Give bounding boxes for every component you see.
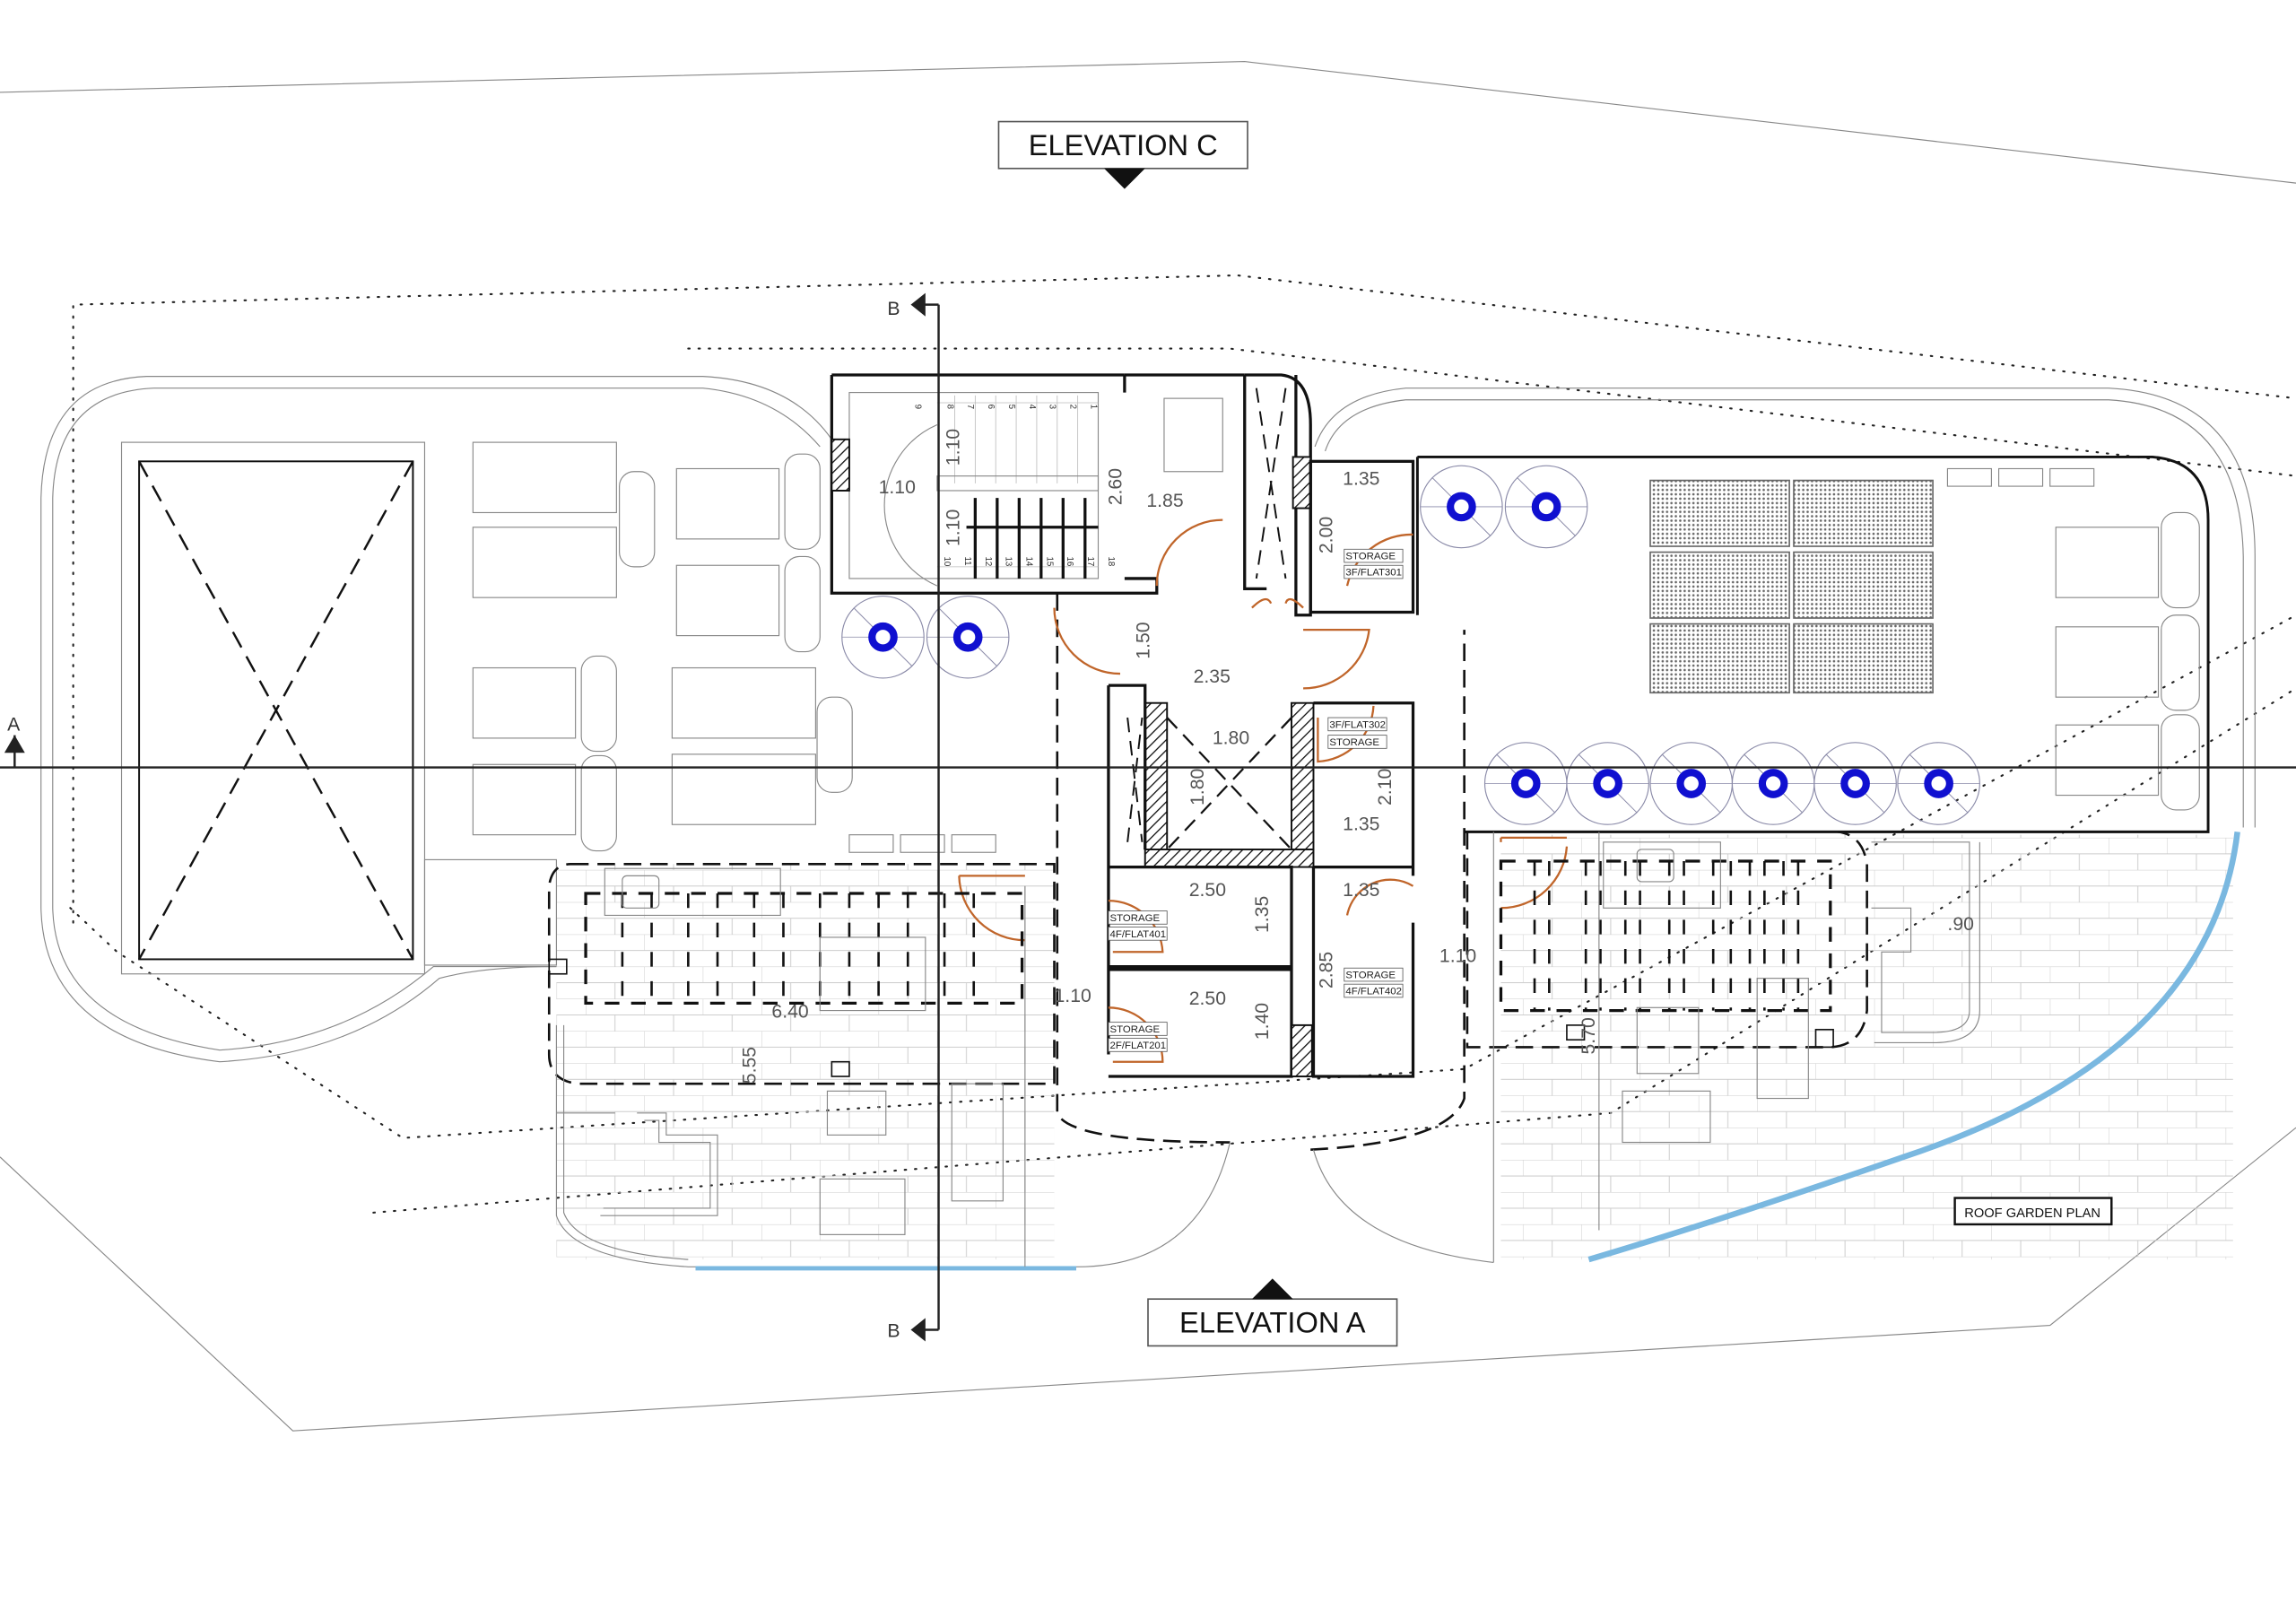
tree-icon — [1566, 742, 1649, 825]
stair-step-number: 1 — [1088, 405, 1098, 409]
drawing-title: ROOF GARDEN PLAN — [1953, 1197, 2113, 1226]
svg-text:1.10: 1.10 — [943, 509, 963, 546]
svg-text:2.50: 2.50 — [1189, 988, 1226, 1009]
storage-label-flat201: STORAGE 2F/FLAT201 — [1108, 1022, 1168, 1052]
section-b-label-bottom: B — [887, 1321, 900, 1342]
section-b-label-top: B — [887, 299, 900, 319]
svg-text:2F/FLAT201: 2F/FLAT201 — [1110, 1041, 1167, 1051]
svg-text:STORAGE: STORAGE — [1345, 552, 1396, 562]
svg-text:1.80: 1.80 — [1213, 727, 1249, 748]
svg-text:STORAGE: STORAGE — [1110, 1024, 1161, 1035]
svg-text:5.55: 5.55 — [739, 1047, 760, 1084]
svg-text:ELEVATION A: ELEVATION A — [1179, 1306, 1366, 1339]
stair-step-number: 6 — [986, 405, 996, 410]
section-line-a: A — [0, 715, 2296, 769]
svg-text:1.10: 1.10 — [879, 477, 916, 498]
stair-step-number: 5 — [1006, 405, 1016, 410]
section-a-label: A — [7, 715, 21, 736]
storage-label-flat401: STORAGE 4F/FLAT401 — [1108, 910, 1168, 941]
svg-text:1.35: 1.35 — [1343, 468, 1379, 489]
svg-text:1.10: 1.10 — [1439, 946, 1476, 967]
stair-step-number: 9 — [912, 405, 922, 409]
svg-text:2.85: 2.85 — [1317, 952, 1337, 988]
tree-icon — [1483, 742, 1568, 825]
stair-step-number: 16 — [1065, 556, 1074, 566]
svg-text:2.35: 2.35 — [1194, 666, 1231, 687]
tree-icon — [1420, 465, 1503, 549]
svg-text:4F/FLAT402: 4F/FLAT402 — [1345, 987, 1402, 997]
svg-text:ELEVATION C: ELEVATION C — [1029, 128, 1218, 161]
tree-icon — [1897, 742, 1980, 825]
stair-step-number: 12 — [983, 556, 993, 566]
storage-label-flat402: STORAGE 4F/FLAT402 — [1344, 967, 1404, 998]
svg-text:1.80: 1.80 — [1187, 769, 1208, 806]
tree-icon — [1649, 742, 1733, 825]
tree-icon — [841, 595, 925, 679]
stair-step-number: 18 — [1106, 556, 1116, 566]
left-wing-outline — [40, 376, 832, 1063]
right-terrace — [1465, 831, 2240, 1263]
storage-label-flat301: STORAGE 3F/FLAT301 — [1344, 548, 1404, 579]
svg-text:1.35: 1.35 — [1343, 880, 1379, 901]
stair-step-number: 13 — [1004, 556, 1013, 566]
pool-void-x — [138, 460, 414, 961]
sunbeds — [472, 441, 2200, 853]
solar-panels — [1649, 479, 1934, 694]
svg-text:ROOF GARDEN PLAN: ROOF GARDEN PLAN — [1964, 1206, 2100, 1221]
left-terrace — [547, 863, 1494, 1271]
svg-text:5.70: 5.70 — [1578, 1017, 1599, 1054]
elevation-c-tag: ELEVATION C — [997, 120, 1248, 189]
trees — [841, 465, 1980, 825]
svg-text:2.10: 2.10 — [1375, 769, 1396, 806]
tree-icon — [1813, 742, 1897, 825]
svg-text:1.35: 1.35 — [1343, 814, 1379, 835]
stair-step-number: 10 — [942, 556, 952, 566]
dimension-labels: 1.10 1.10 1.10 2.60 1.85 1.35 2.00 1.50 … — [739, 429, 1973, 1084]
section-line-b: B B — [887, 292, 940, 1342]
svg-text:1.85: 1.85 — [1146, 491, 1183, 511]
wheelchair-lift-icon — [1163, 397, 1223, 473]
stair-step-number: 2 — [1067, 405, 1077, 409]
svg-text:3F/FLAT301: 3F/FLAT301 — [1345, 568, 1402, 579]
svg-text:3F/FLAT302: 3F/FLAT302 — [1329, 719, 1386, 730]
stair-step-number: 8 — [944, 405, 954, 410]
tree-icon — [1731, 742, 1815, 825]
svg-text:STORAGE: STORAGE — [1345, 971, 1396, 981]
lift-and-shafts — [1056, 373, 1465, 1151]
tree-icon — [1504, 465, 1588, 549]
right-wing-outline — [1314, 388, 2256, 833]
svg-text:1.35: 1.35 — [1252, 896, 1273, 933]
svg-text:4F/FLAT401: 4F/FLAT401 — [1110, 929, 1167, 940]
svg-text:2.60: 2.60 — [1106, 468, 1126, 505]
svg-text:STORAGE: STORAGE — [1329, 737, 1379, 748]
stair-step-number: 14 — [1023, 556, 1033, 566]
elevation-a-tag: ELEVATION A — [1147, 1278, 1398, 1347]
stair-step-number: 3 — [1048, 405, 1057, 410]
glass-balustrade-curve — [1587, 832, 2240, 1263]
svg-text:2.50: 2.50 — [1189, 880, 1226, 901]
stair-step-number: 11 — [962, 556, 972, 565]
svg-text:1.10: 1.10 — [943, 429, 963, 466]
svg-text:1.50: 1.50 — [1134, 622, 1154, 658]
stair-step-number: 7 — [965, 405, 975, 409]
stair-step-number: 17 — [1085, 556, 1095, 566]
svg-text:6.40: 6.40 — [771, 1002, 808, 1023]
stair-step-number: 15 — [1044, 556, 1054, 566]
terrace-tiles-left — [556, 864, 1055, 1260]
svg-text:1.40: 1.40 — [1252, 1003, 1273, 1040]
svg-text:STORAGE: STORAGE — [1110, 913, 1161, 924]
svg-text:1.10: 1.10 — [1055, 986, 1091, 1006]
svg-text:.90: .90 — [1947, 914, 1974, 935]
stair-step-number: 4 — [1027, 405, 1037, 410]
svg-text:2.00: 2.00 — [1317, 517, 1337, 553]
tree-icon — [926, 595, 1010, 679]
